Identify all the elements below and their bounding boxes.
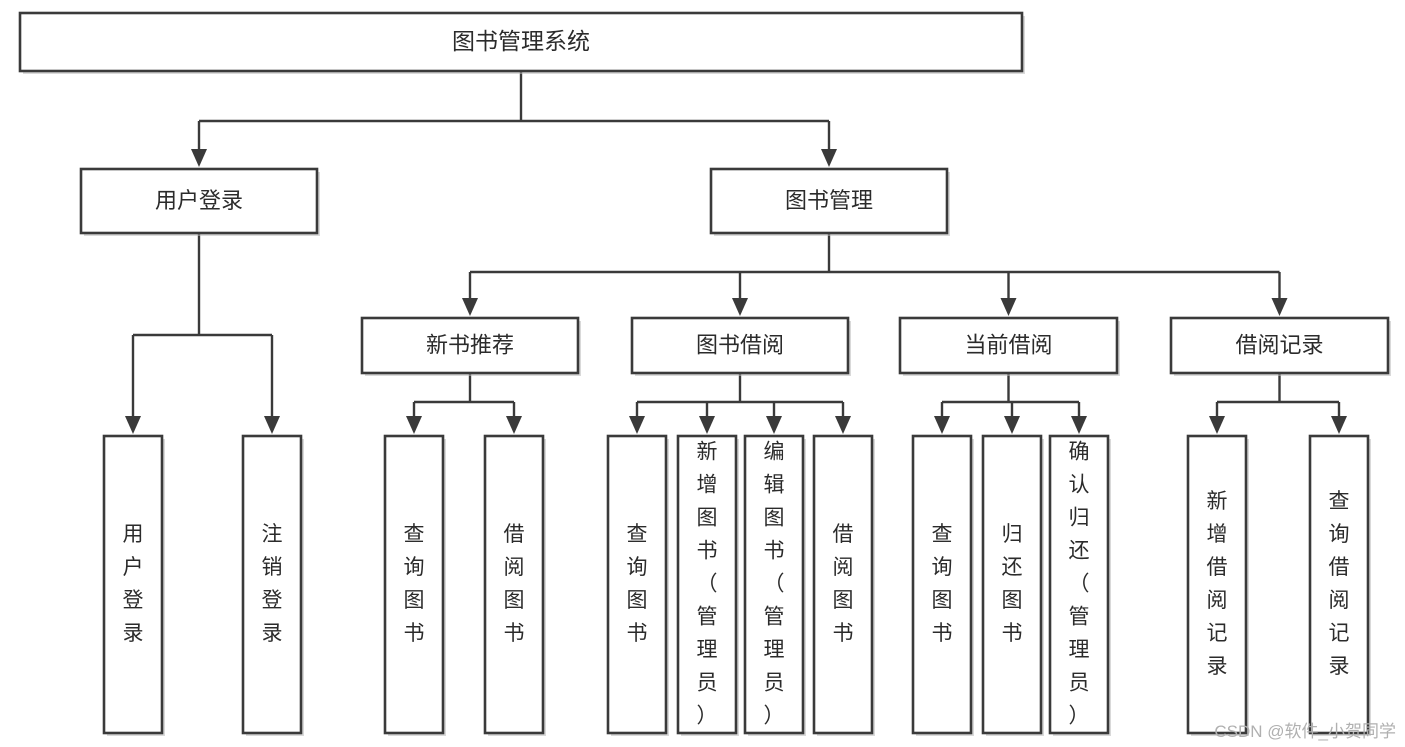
node-label: 查询图书 [932,523,953,645]
node-l4-c2[interactable]: 归还图书 [981,434,1044,736]
node-current-borrow[interactable]: 当前借阅 [898,316,1120,376]
node-layer: 图书管理系统用户登录图书管理新书推荐图书借阅当前借阅借阅记录用户登录注销登录查询… [18,11,1391,736]
arrow-head-icon [1271,298,1288,316]
edges-from-new-book-rec [406,373,522,434]
node-book-borrow[interactable]: 图书借阅 [630,316,851,376]
node-label: 编辑图书（管理员） [764,440,785,727]
edges-from-borrow-record [1209,373,1347,434]
node-borrow-record[interactable]: 借阅记录 [1169,316,1391,376]
node-l4-a2[interactable]: 借阅图书 [483,434,546,736]
arrow-head-icon [629,416,645,434]
arrow-head-icon [264,416,280,434]
edges-from-root [191,71,837,167]
arrow-head-icon [406,416,422,434]
node-l4-b3[interactable]: 编辑图书（管理员） [743,434,806,736]
node-book-manage[interactable]: 图书管理 [709,167,950,236]
node-label: 归还图书 [1002,523,1023,645]
node-label: 图书管理系统 [452,28,590,54]
edges-from-current-borrow [934,373,1087,434]
arrow-head-icon [1000,298,1017,316]
node-l4-c3[interactable]: 确认归还（管理员） [1048,434,1111,736]
arrow-head-icon [1209,416,1225,434]
node-l4-c1[interactable]: 查询图书 [911,434,974,736]
node-label: 借阅图书 [504,523,525,645]
node-label: 确认归还（管理员） [1069,440,1090,727]
node-new-book-rec[interactable]: 新书推荐 [360,316,581,376]
node-l4-d1[interactable]: 新增借阅记录 [1186,434,1249,736]
arrow-head-icon [462,298,478,316]
node-l4-b1[interactable]: 查询图书 [606,434,669,736]
arrow-head-icon [1004,416,1020,434]
arrow-head-icon [191,149,207,167]
node-user-login-leaf[interactable]: 用户登录 [102,434,165,736]
node-label: 查询借阅记录 [1329,490,1350,678]
node-label: 用户登录 [155,188,243,213]
arrow-head-icon [732,298,748,316]
node-label: 新增借阅记录 [1207,490,1228,678]
arrow-head-icon [821,149,837,167]
arrow-head-icon [1331,416,1347,434]
edges-from-user-login [125,233,280,434]
node-label: 查询图书 [404,523,425,645]
node-label: 图书借阅 [696,332,784,357]
node-label: 借阅记录 [1235,332,1323,357]
edges-from-book-manage [462,233,1288,316]
node-label: 图书管理 [785,188,873,213]
arrow-head-icon [506,416,522,434]
node-user-logout-leaf[interactable]: 注销登录 [241,434,304,736]
arrow-head-icon [766,416,782,434]
node-label: 当前借阅 [964,332,1052,357]
node-l4-d2[interactable]: 查询借阅记录 [1308,434,1371,736]
arrow-head-icon [835,416,851,434]
node-label: 新增图书（管理员） [697,440,718,727]
node-l4-b4[interactable]: 借阅图书 [812,434,875,736]
node-l4-a1[interactable]: 查询图书 [383,434,446,736]
node-l4-b2[interactable]: 新增图书（管理员） [676,434,739,736]
node-user-login[interactable]: 用户登录 [79,167,320,236]
node-label: 注销登录 [262,523,283,645]
node-label: 借阅图书 [833,523,854,645]
connector-layer [125,71,1347,434]
node-label: 用户登录 [123,523,144,645]
node-root[interactable]: 图书管理系统 [18,11,1025,74]
arrow-head-icon [934,416,950,434]
node-label: 新书推荐 [426,332,514,357]
watermark-label: CSDN @软件_小贺同学 [1214,722,1396,741]
node-label: 查询图书 [627,523,648,645]
arrow-head-icon [699,416,715,434]
arrow-head-icon [125,416,141,434]
arrow-head-icon [1071,416,1087,434]
edges-from-book-borrow [629,373,851,434]
